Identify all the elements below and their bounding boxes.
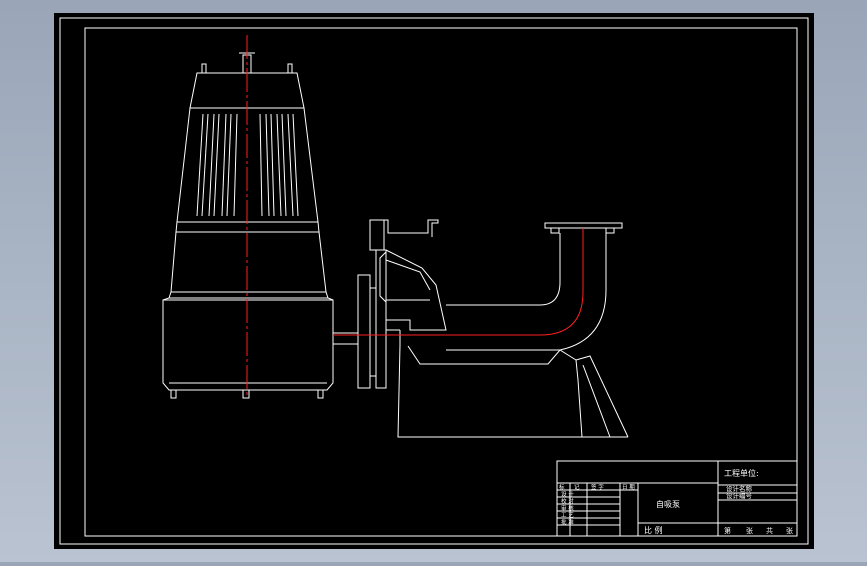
sign-row-process: 工 艺 bbox=[561, 512, 574, 519]
design-label: 设计名称 bbox=[726, 484, 753, 493]
scale-label: 比 例 bbox=[644, 525, 663, 535]
total-label: 共 bbox=[766, 526, 773, 535]
elbow-inner-wall bbox=[446, 233, 561, 306]
rev-header-note: 记 bbox=[574, 484, 580, 491]
chamber-inner-line bbox=[385, 259, 431, 291]
rev-header-date: 日 期 bbox=[622, 484, 635, 491]
outlet-flange-neck-right bbox=[605, 228, 615, 234]
outlet-flange-neck-left bbox=[550, 228, 560, 234]
rev-header-sign: 签 字 bbox=[591, 483, 604, 491]
company-label: 工程单位: bbox=[724, 468, 759, 478]
elbow-outer-wall bbox=[446, 233, 607, 351]
total-unit: 张 bbox=[786, 526, 793, 535]
bracket-block bbox=[369, 219, 385, 251]
motor bbox=[162, 52, 334, 399]
sign-row-review: 审 核 bbox=[561, 504, 574, 512]
sheet-unit: 张 bbox=[746, 526, 753, 535]
title-block bbox=[556, 460, 798, 537]
sign-row-approve: 批 准 bbox=[561, 518, 574, 526]
outer-border bbox=[59, 17, 809, 545]
flow-path-centerline bbox=[333, 228, 584, 336]
drawing-no-label: 设计编号 bbox=[726, 491, 753, 500]
chamber-step bbox=[385, 320, 400, 331]
sign-row-design: 设 计 bbox=[561, 490, 574, 498]
support-rib-inner bbox=[582, 364, 611, 438]
rev-header-mark: 标 bbox=[559, 483, 565, 491]
cooling-fins bbox=[196, 113, 299, 217]
foot-middle bbox=[242, 389, 250, 399]
volute-base bbox=[397, 330, 583, 438]
foot-left bbox=[170, 389, 177, 399]
foot-right bbox=[317, 389, 324, 399]
drawing-name: 自吸泵 bbox=[656, 499, 680, 509]
drawing-background bbox=[54, 13, 814, 549]
centerlines bbox=[246, 35, 584, 398]
inner-border bbox=[84, 27, 798, 537]
sign-row-check: 校 对 bbox=[561, 497, 574, 505]
title-block-text: 工程单位: 设计名称 设计编号 自吸泵 比 例 第 张 共 张 标 记 签 字 … bbox=[559, 468, 793, 535]
sheet-label: 第 bbox=[724, 526, 731, 535]
priming-chamber bbox=[369, 219, 629, 438]
chamber-housing bbox=[379, 249, 447, 331]
title-block-frame bbox=[556, 460, 798, 537]
support-rib bbox=[575, 355, 629, 438]
